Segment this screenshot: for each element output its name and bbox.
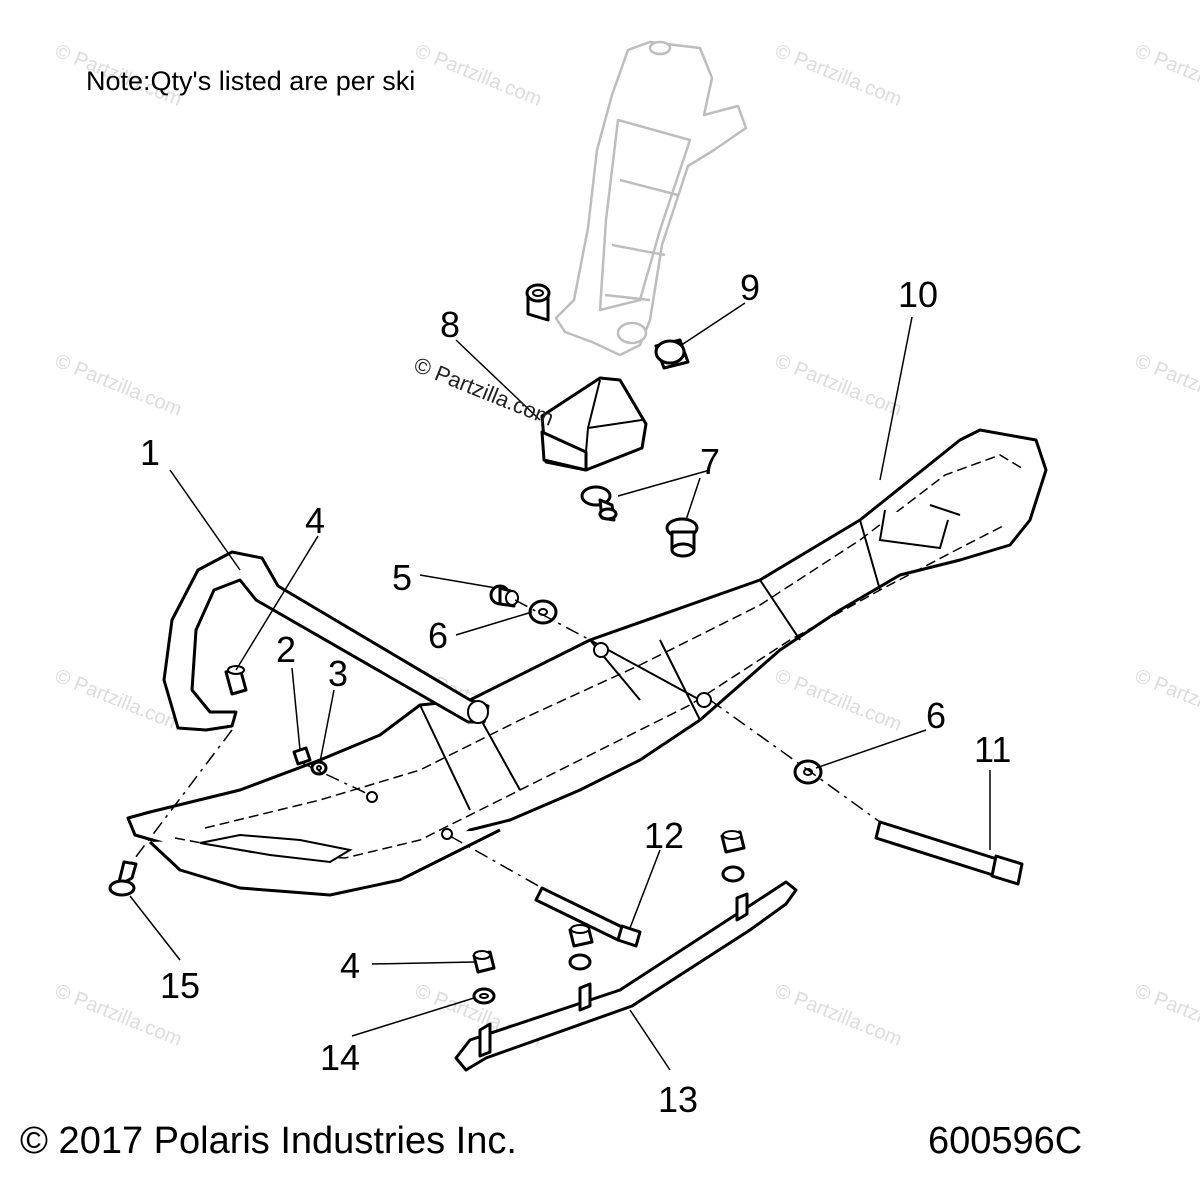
callout-11: 11 — [974, 729, 1011, 770]
nut-4[interactable] — [224, 665, 248, 696]
leader-lines — [129, 302, 991, 1071]
ski-body-10[interactable] — [126, 428, 1048, 897]
bolt-11[interactable] — [874, 820, 1024, 886]
bushing-5[interactable] — [489, 584, 519, 608]
bumper-block-8[interactable] — [540, 376, 648, 472]
bushing-9[interactable] — [654, 338, 690, 370]
washer-3[interactable] — [310, 760, 328, 776]
callout-6: 6 — [428, 615, 448, 656]
callout-9: 9 — [740, 267, 760, 308]
assembly-lines — [131, 599, 881, 889]
callout-10: 10 — [898, 274, 938, 315]
callout-4: 4 — [305, 500, 325, 541]
callout-2: 2 — [276, 629, 296, 670]
callout-5: 5 — [392, 557, 412, 598]
bolt-12[interactable] — [534, 886, 642, 948]
callout-7: 7 — [700, 441, 720, 482]
washer-14[interactable] — [472, 987, 496, 1005]
bushing-9[interactable] — [525, 283, 551, 322]
nut-4[interactable] — [472, 950, 496, 974]
washer-14[interactable] — [721, 865, 745, 883]
quantity-note: Note:Qty's listed are per ski — [86, 66, 416, 96]
callout-labels: 1 4 2 3 5 6 7 8 9 10 6 11 12 4 15 14 13 — [140, 267, 1011, 1120]
spindle-ghost — [554, 40, 748, 357]
callout-8: 8 — [440, 304, 460, 345]
shoulder-bolt-7[interactable] — [580, 485, 618, 522]
callout-4: 4 — [340, 945, 360, 986]
callout-15: 15 — [160, 965, 200, 1006]
washer-6[interactable] — [793, 759, 823, 785]
callout-3: 3 — [328, 653, 348, 694]
callout-1: 1 — [140, 432, 160, 473]
ski-loop-handle-1[interactable] — [162, 550, 490, 732]
callout-6: 6 — [926, 695, 946, 736]
carbide-runner-13[interactable] — [454, 880, 798, 1072]
nut-4[interactable] — [568, 924, 594, 948]
callout-14: 14 — [320, 1037, 360, 1078]
callout-12: 12 — [644, 815, 684, 856]
copyright-notice: © 2017 Polaris Industries Inc. — [20, 1120, 517, 1162]
figure-number: 600596C — [928, 1120, 1083, 1162]
callout-13: 13 — [658, 1079, 698, 1120]
nut-2[interactable] — [292, 746, 312, 766]
washer-14[interactable] — [568, 953, 592, 971]
nut-4[interactable] — [720, 830, 746, 854]
bolt-15[interactable] — [108, 860, 138, 897]
shoulder-bolt-7[interactable] — [665, 517, 699, 558]
